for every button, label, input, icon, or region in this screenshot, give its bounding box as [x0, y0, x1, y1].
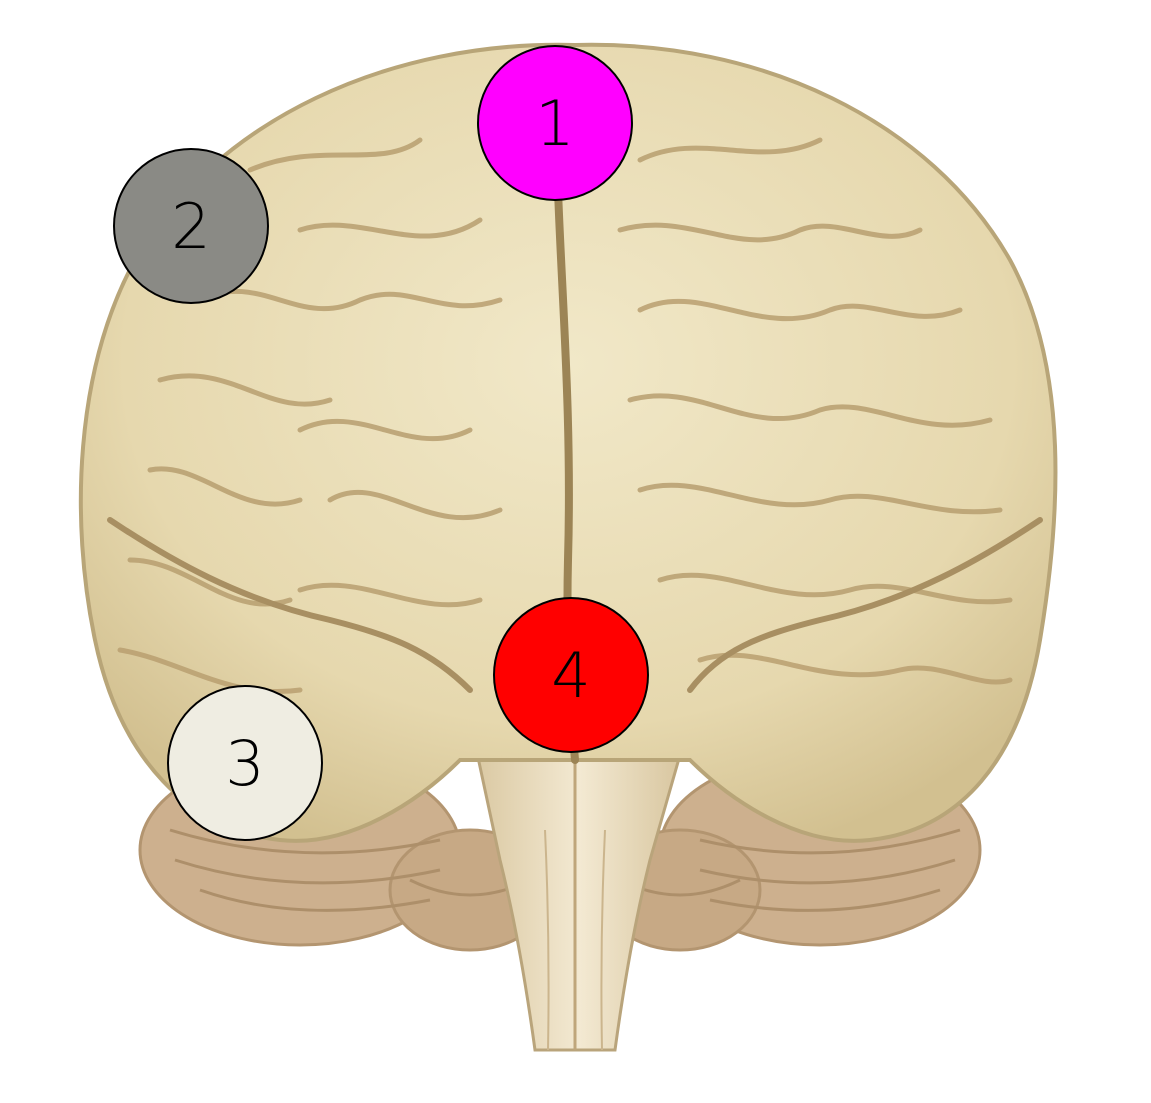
marker-3-circle [167, 685, 323, 841]
marker-1-circle [477, 45, 633, 201]
marker-1: 1 [477, 45, 633, 201]
marker-3-label: 3 [225, 727, 264, 800]
marker-4: 4 [493, 597, 649, 753]
marker-4-label: 4 [551, 639, 590, 712]
marker-3: 3 [167, 685, 323, 841]
marker-2-circle [113, 148, 269, 304]
marker-2-label: 2 [171, 190, 210, 263]
marker-4-circle [493, 597, 649, 753]
marker-1-label: 1 [535, 87, 574, 160]
marker-2: 2 [113, 148, 269, 304]
